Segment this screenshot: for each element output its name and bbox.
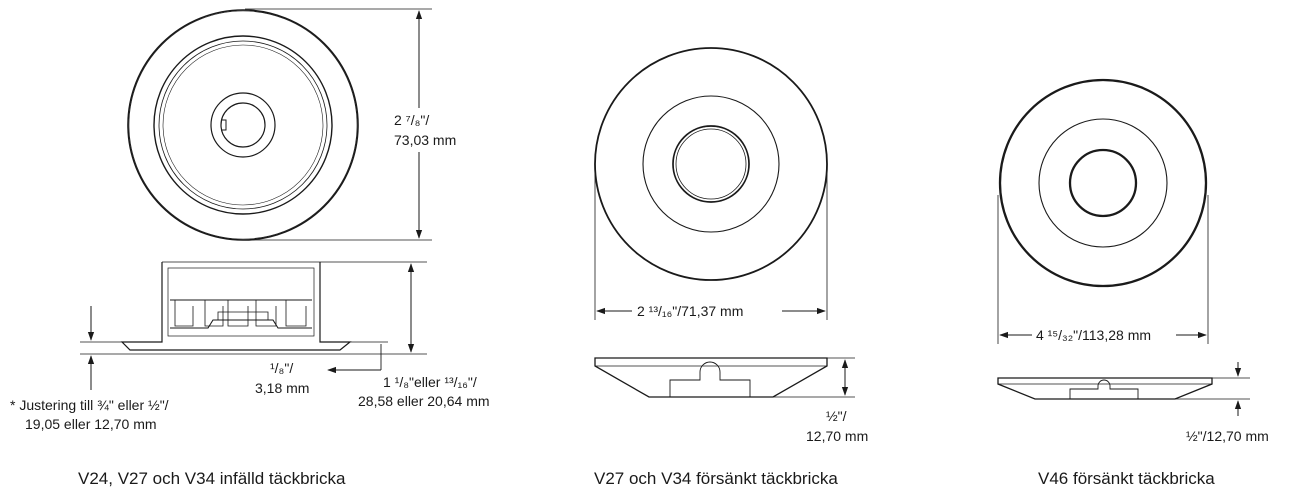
v27-diameter-dimension: 2 ¹³/₁₆"/71,37 mm xyxy=(594,164,828,320)
v46-side-view: ½"/12,70 mm xyxy=(997,362,1269,444)
flush-adjust-label: * Justering till ¾" eller ½"/ 19,05 elle… xyxy=(10,397,172,432)
caption-v46: V46 försänkt täckbricka xyxy=(1038,469,1215,488)
v46-diameter-label: 4 ¹⁵/₃₂"/113,28 mm xyxy=(1036,327,1151,343)
flush-height-dimension: 2 ⁷/₈"/ 73,03 mm xyxy=(245,8,456,241)
v27-top-view xyxy=(594,47,828,281)
v27-height-label: ½"/ 12,70 mm xyxy=(806,408,868,444)
v46-height-label: ½"/12,70 mm xyxy=(1186,428,1269,444)
flush-side-dimensions: ¹/₈"/ 3,18 mm 1 ¹/₈"eller ¹³/₁₆"/ 28,58 … xyxy=(10,263,490,432)
v27-diameter-label: 2 ¹³/₁₆"/71,37 mm xyxy=(637,303,743,319)
caption-flush: V24, V27 och V34 infälld täckbricka xyxy=(78,469,346,488)
flush-top-view xyxy=(127,9,359,241)
flush-lip-label: ¹/₈"/ 3,18 mm xyxy=(255,360,309,396)
v27-side-view: ½"/ 12,70 mm xyxy=(594,357,868,444)
v46-diameter-dimension: 4 ¹⁵/₃₂"/113,28 mm xyxy=(997,195,1209,344)
drawing-v46-recessed: 4 ¹⁵/₃₂"/113,28 mm ½"/12,70 mm V46 försä… xyxy=(997,78,1269,488)
flush-height-label: 2 ⁷/₈"/ 73,03 mm xyxy=(394,112,456,148)
drawing-flush-cover-plate: 2 ⁷/₈"/ 73,03 mm ¹/₈" xyxy=(10,8,490,488)
flush-depth-label: 1 ¹/₈"eller ¹³/₁₆"/ 28,58 eller 20,64 mm xyxy=(358,374,490,409)
flush-side-view xyxy=(80,261,427,355)
caption-v27-v34: V27 och V34 försänkt täckbricka xyxy=(594,469,838,488)
v46-top-view xyxy=(998,78,1208,288)
drawing-v27-v34-recessed: 2 ¹³/₁₆"/71,37 mm ½"/ 12,70 mm V27 och V… xyxy=(594,47,868,488)
